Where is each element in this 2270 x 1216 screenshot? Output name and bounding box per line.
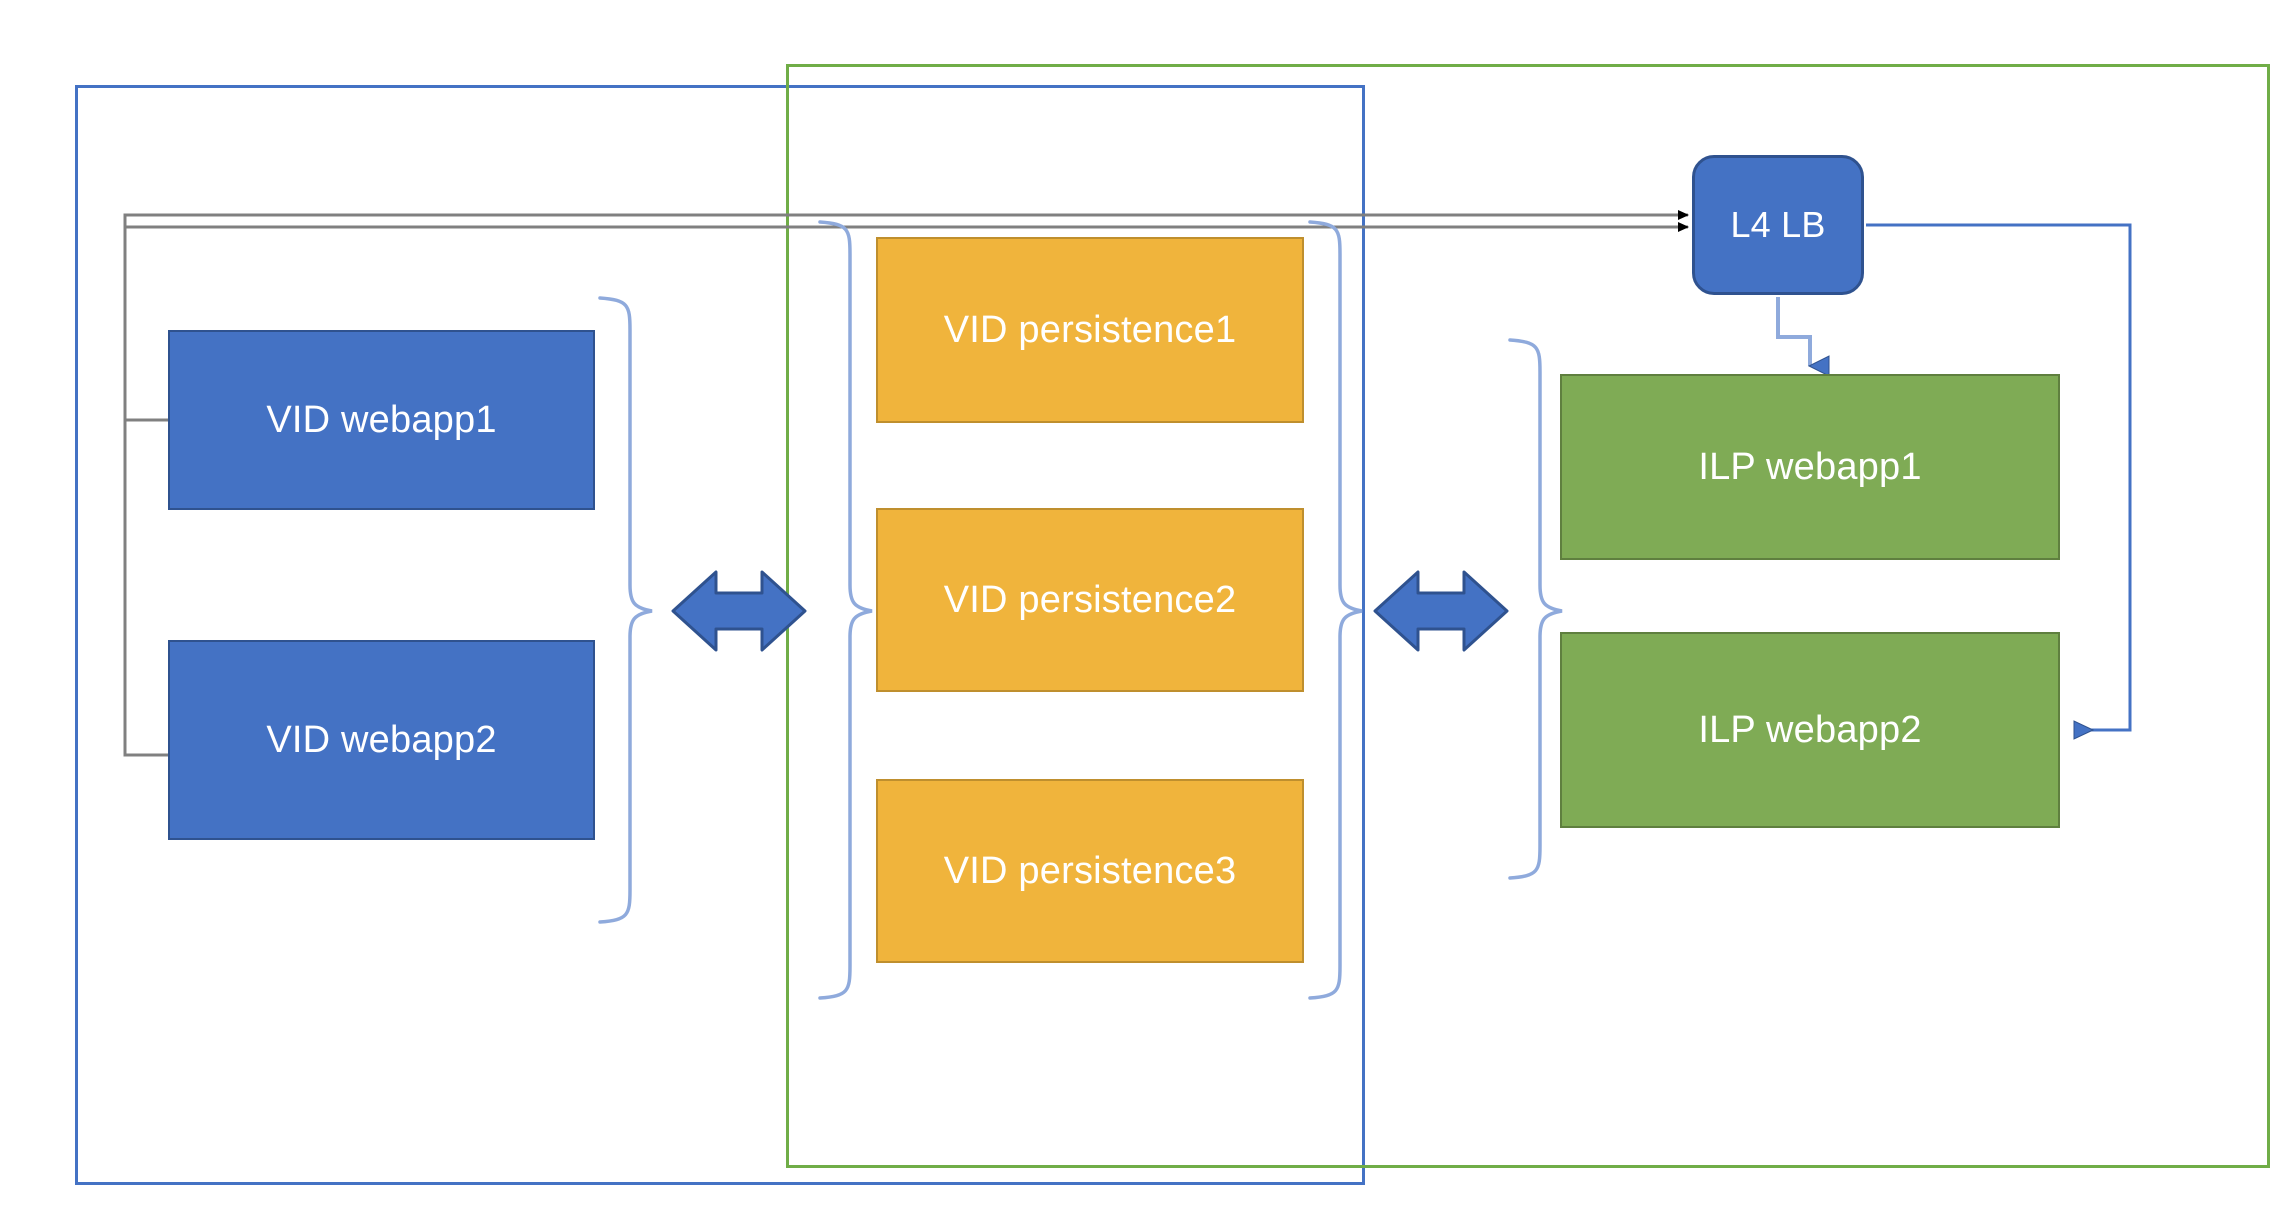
node-l4-lb[interactable]: L4 LB: [1692, 155, 1864, 295]
node-vid-persistence2[interactable]: VID persistence2: [876, 508, 1304, 692]
node-label-vid-persistence3: VID persistence3: [943, 849, 1237, 892]
node-vid-webapp2[interactable]: VID webapp2: [168, 640, 595, 840]
node-label-vid-persistence1: VID persistence1: [943, 308, 1237, 351]
node-vid-persistence1[interactable]: VID persistence1: [876, 237, 1304, 423]
node-ilp-webapp1[interactable]: ILP webapp1: [1560, 374, 2060, 560]
node-label-ilp-webapp2: ILP webapp2: [1698, 708, 1922, 751]
node-ilp-webapp2[interactable]: ILP webapp2: [1560, 632, 2060, 828]
node-vid-webapp1[interactable]: VID webapp1: [168, 330, 595, 510]
node-label-vid-webapp2: VID webapp2: [266, 718, 497, 761]
node-label-l4-lb: L4 LB: [1730, 204, 1826, 245]
node-label-vid-persistence2: VID persistence2: [943, 578, 1237, 621]
node-label-vid-webapp1: VID webapp1: [266, 398, 497, 441]
node-label-ilp-webapp1: ILP webapp1: [1698, 445, 1922, 488]
node-vid-persistence3[interactable]: VID persistence3: [876, 779, 1304, 963]
